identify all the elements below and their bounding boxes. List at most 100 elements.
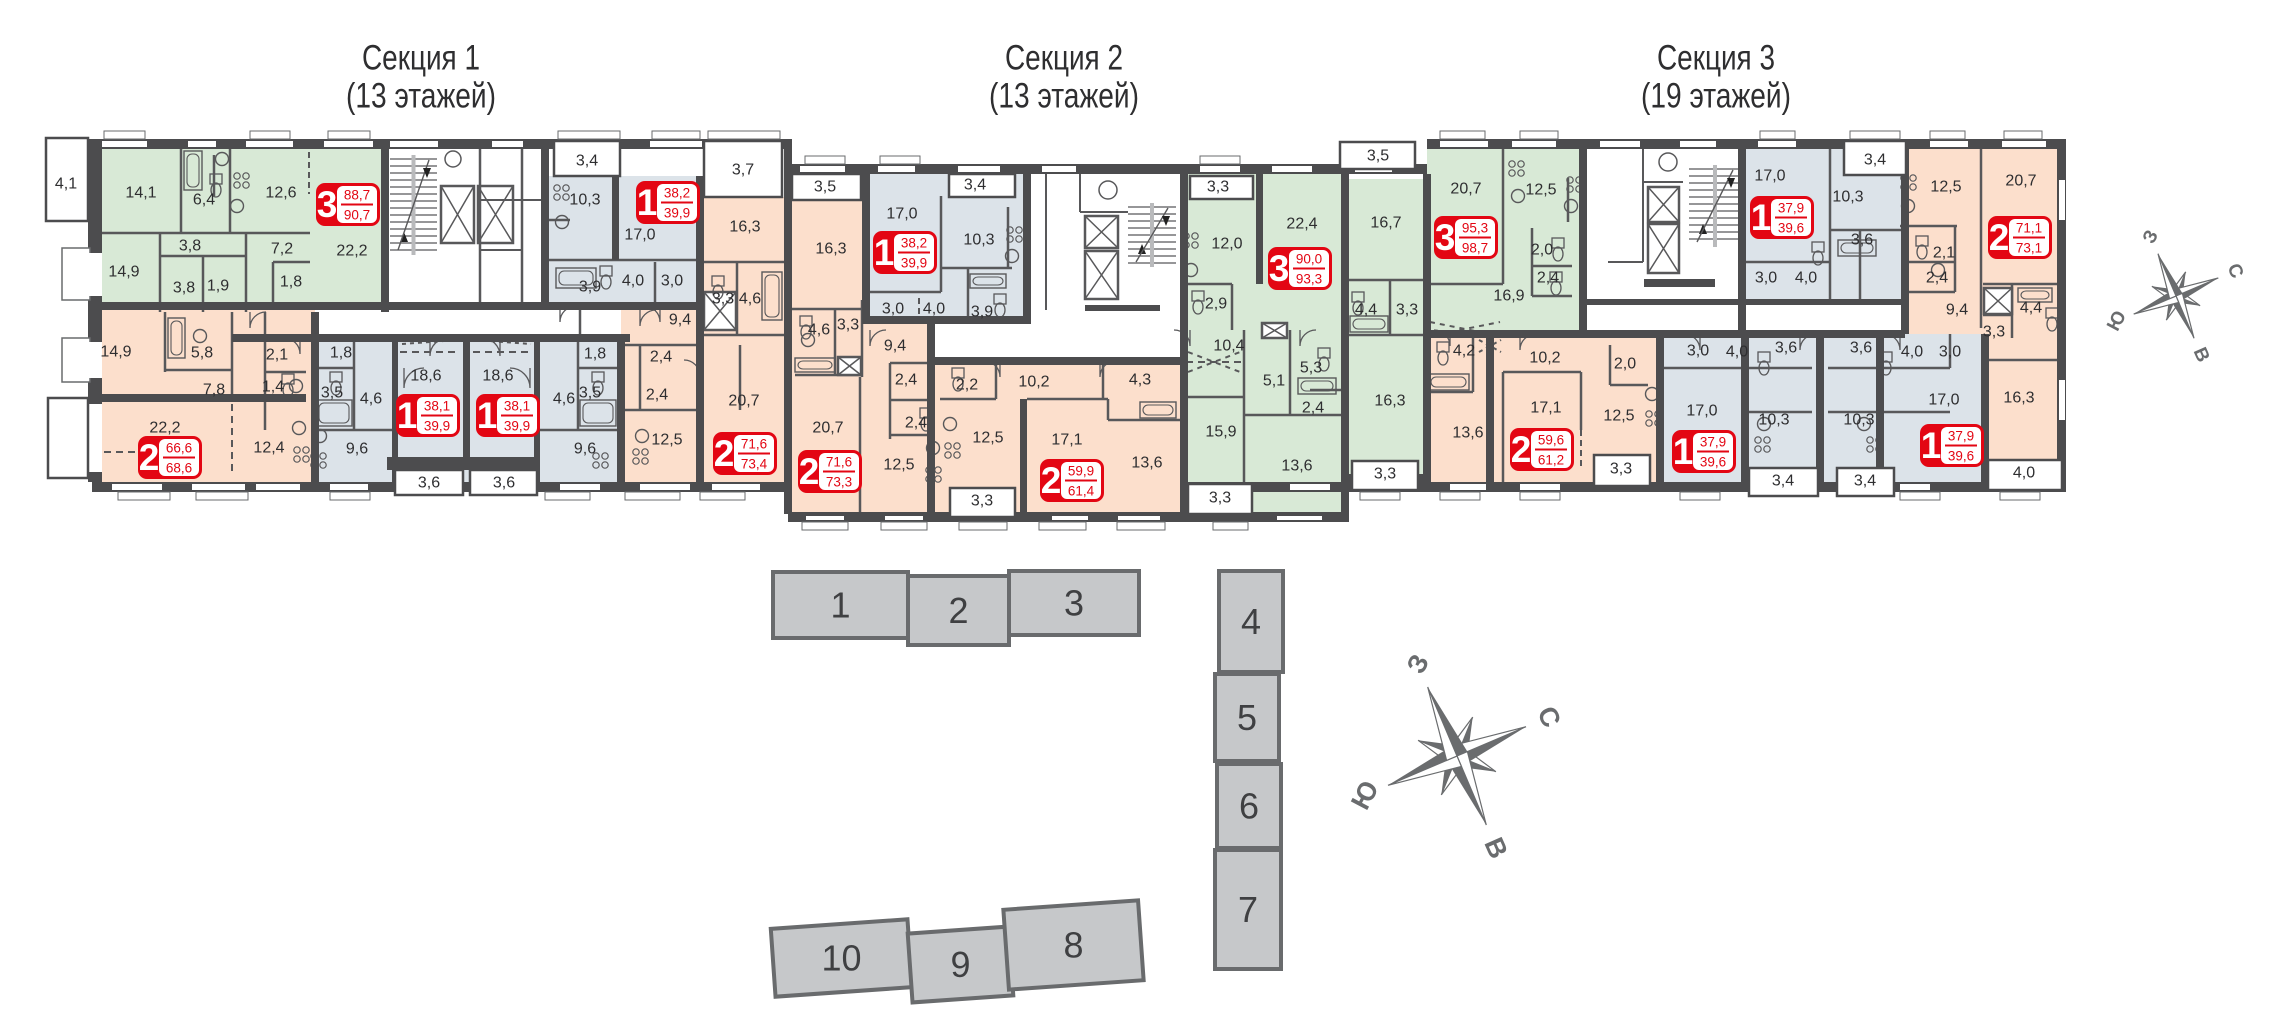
svg-text:4,0: 4,0 <box>923 301 945 318</box>
svg-text:4,3: 4,3 <box>1129 372 1151 389</box>
svg-text:61,2: 61,2 <box>1538 453 1564 468</box>
svg-text:2,4: 2,4 <box>1537 270 1559 287</box>
svg-text:16,3: 16,3 <box>2003 390 2034 407</box>
svg-text:1: 1 <box>637 182 658 223</box>
svg-text:39,9: 39,9 <box>504 419 530 434</box>
svg-text:9: 9 <box>950 944 970 985</box>
svg-text:10,3: 10,3 <box>569 192 600 209</box>
svg-text:2,0: 2,0 <box>1614 356 1636 373</box>
svg-text:6: 6 <box>1239 786 1259 827</box>
svg-text:Секция 2: Секция 2 <box>1005 39 1123 78</box>
svg-text:2: 2 <box>1511 429 1532 470</box>
svg-text:4,0: 4,0 <box>1901 344 1923 361</box>
svg-text:17,1: 17,1 <box>1051 432 1082 449</box>
svg-text:Секция 3: Секция 3 <box>1657 39 1775 78</box>
svg-text:22,2: 22,2 <box>149 420 180 437</box>
svg-text:7: 7 <box>1238 889 1258 930</box>
svg-text:38,1: 38,1 <box>504 399 530 414</box>
svg-text:16,3: 16,3 <box>729 219 760 236</box>
svg-text:(19 этажей): (19 этажей) <box>1641 77 1791 116</box>
svg-text:12,5: 12,5 <box>1525 182 1556 199</box>
svg-text:9,4: 9,4 <box>884 338 906 355</box>
svg-text:2: 2 <box>948 590 968 631</box>
svg-text:59,6: 59,6 <box>1538 433 1564 448</box>
svg-text:73,3: 73,3 <box>826 475 852 490</box>
svg-text:3,6: 3,6 <box>1775 340 1797 357</box>
svg-text:4,2: 4,2 <box>1453 343 1475 360</box>
svg-text:61,4: 61,4 <box>1068 484 1095 499</box>
svg-text:16,9: 16,9 <box>1493 288 1524 305</box>
svg-text:2: 2 <box>714 433 735 474</box>
svg-text:4,4: 4,4 <box>1355 302 1377 319</box>
svg-text:Секция 1: Секция 1 <box>362 39 480 78</box>
svg-text:2,2: 2,2 <box>956 377 978 394</box>
svg-text:2,0: 2,0 <box>1531 242 1553 259</box>
svg-text:3,5: 3,5 <box>579 385 601 402</box>
svg-text:93,3: 93,3 <box>1296 272 1322 287</box>
svg-text:3,4: 3,4 <box>1772 473 1794 490</box>
svg-text:10,3: 10,3 <box>963 232 994 249</box>
svg-text:9,6: 9,6 <box>574 441 596 458</box>
svg-text:2: 2 <box>1041 460 1062 501</box>
svg-text:10: 10 <box>821 938 861 979</box>
svg-text:16,3: 16,3 <box>1374 393 1405 410</box>
svg-text:3,4: 3,4 <box>964 177 986 194</box>
svg-text:13,6: 13,6 <box>1281 458 1312 475</box>
svg-text:12,5: 12,5 <box>1930 179 1961 196</box>
svg-text:3,6: 3,6 <box>1850 340 1872 357</box>
svg-text:37,9: 37,9 <box>1778 201 1804 216</box>
svg-text:3,9: 3,9 <box>971 304 993 321</box>
svg-text:2,4: 2,4 <box>1302 400 1324 417</box>
svg-text:1: 1 <box>830 585 850 626</box>
svg-text:4,0: 4,0 <box>2013 465 2035 482</box>
svg-text:3,3: 3,3 <box>971 493 993 510</box>
svg-text:68,6: 68,6 <box>166 461 192 476</box>
svg-text:22,2: 22,2 <box>336 243 367 260</box>
svg-text:3,8: 3,8 <box>179 238 201 255</box>
svg-text:3,3: 3,3 <box>1209 490 1231 507</box>
svg-text:71,6: 71,6 <box>741 437 767 452</box>
svg-text:98,7: 98,7 <box>1462 241 1488 256</box>
svg-text:1: 1 <box>397 395 418 436</box>
svg-text:3: 3 <box>1269 248 1290 289</box>
svg-text:2,4: 2,4 <box>650 349 672 366</box>
svg-text:7,8: 7,8 <box>203 382 225 399</box>
svg-text:2: 2 <box>139 437 160 478</box>
svg-text:4,6: 4,6 <box>739 291 761 308</box>
svg-text:17,0: 17,0 <box>1754 168 1785 185</box>
svg-text:7,2: 7,2 <box>271 241 293 258</box>
svg-text:10,4: 10,4 <box>1213 338 1244 355</box>
svg-text:20,7: 20,7 <box>1450 181 1481 198</box>
svg-text:9,4: 9,4 <box>1946 302 1968 319</box>
svg-text:1: 1 <box>1673 431 1694 472</box>
svg-text:13,6: 13,6 <box>1131 455 1162 472</box>
svg-text:(13 этажей): (13 этажей) <box>989 77 1139 116</box>
svg-text:10,3: 10,3 <box>1832 189 1863 206</box>
svg-text:12,5: 12,5 <box>1603 408 1634 425</box>
svg-text:1: 1 <box>1751 197 1772 238</box>
svg-text:1,8: 1,8 <box>330 345 352 362</box>
svg-text:3: 3 <box>1064 583 1084 624</box>
svg-text:4,0: 4,0 <box>622 273 644 290</box>
svg-text:1,9: 1,9 <box>207 278 229 295</box>
svg-text:59,9: 59,9 <box>1068 464 1094 479</box>
svg-text:9,6: 9,6 <box>346 441 368 458</box>
svg-text:4,1: 4,1 <box>55 176 77 193</box>
svg-text:1: 1 <box>1921 425 1942 466</box>
svg-text:18,6: 18,6 <box>482 368 513 385</box>
svg-text:17,0: 17,0 <box>1928 392 1959 409</box>
svg-text:12,5: 12,5 <box>972 430 1003 447</box>
svg-text:71,6: 71,6 <box>826 455 852 470</box>
svg-text:3,5: 3,5 <box>1367 148 1389 165</box>
svg-text:4,6: 4,6 <box>808 322 830 339</box>
svg-text:3,3: 3,3 <box>712 291 734 308</box>
svg-text:4,6: 4,6 <box>553 391 575 408</box>
svg-text:4: 4 <box>1241 601 1261 642</box>
svg-text:2,1: 2,1 <box>1933 245 1955 262</box>
svg-text:3,3: 3,3 <box>1983 324 2005 341</box>
svg-text:3,5: 3,5 <box>321 385 343 402</box>
svg-text:3,7: 3,7 <box>732 162 754 179</box>
svg-text:39,6: 39,6 <box>1948 449 1974 464</box>
svg-text:3,0: 3,0 <box>661 273 683 290</box>
svg-text:12,5: 12,5 <box>651 432 682 449</box>
